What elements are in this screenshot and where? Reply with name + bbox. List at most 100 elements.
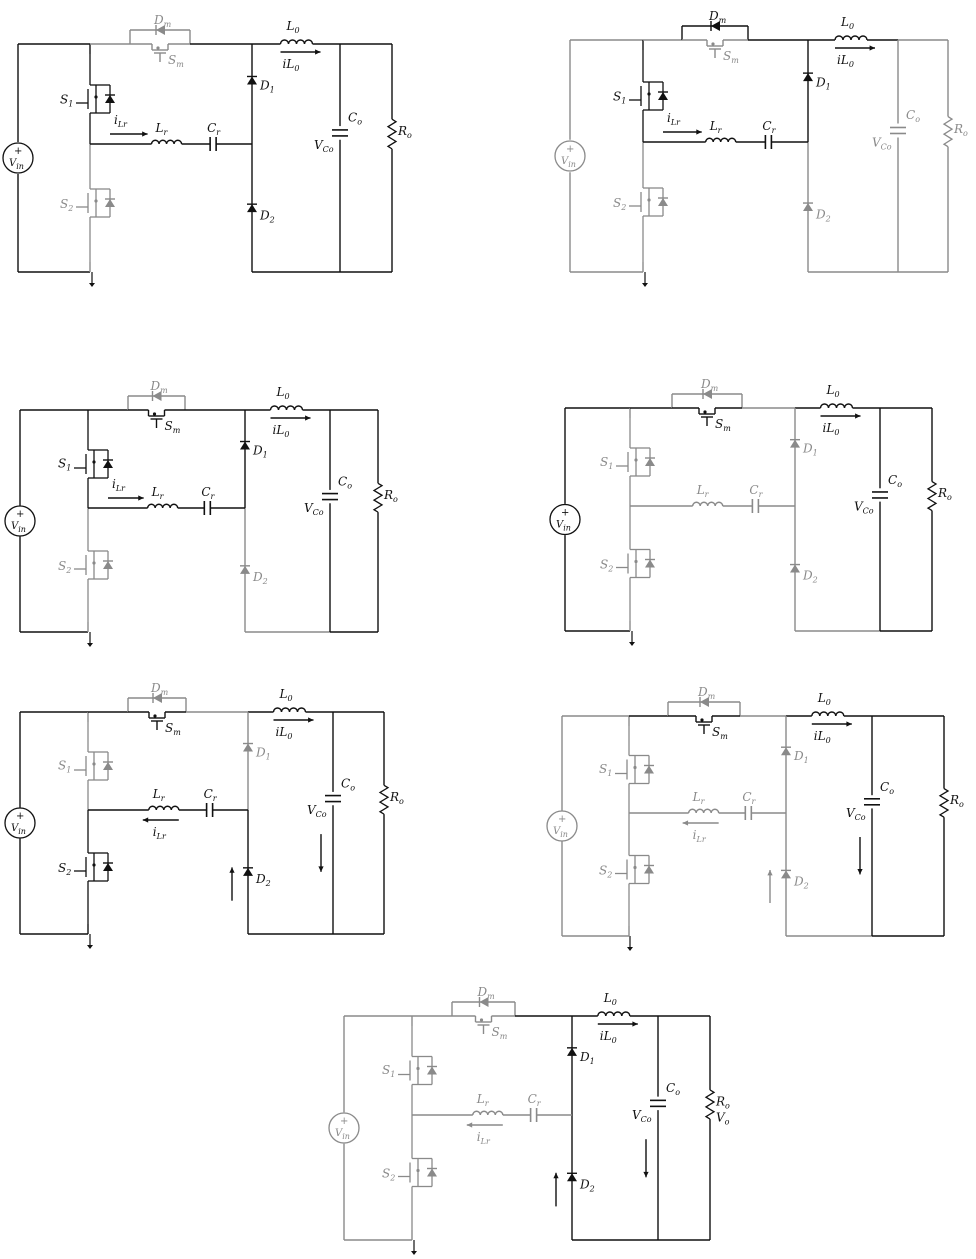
co-label: Co [338,474,352,490]
ilr-label: iLr [112,477,126,493]
lr-label: Lr [476,1092,490,1108]
s1-switch-icon-body-diode [645,457,655,466]
ro-resistor-icon [942,116,954,148]
dm-label: Dm [153,13,172,29]
d1-diode-icon [790,438,800,448]
d1-diode-icon [567,1047,577,1056]
sm-switch-icon [152,412,157,416]
s1-switch-icon [76,54,115,144]
s2-switch-icon-body-diode [645,558,655,568]
s2-switch-icon [629,142,668,262]
sm-label: Sm [165,419,181,435]
lr-inductor-icon [148,805,180,811]
d1-diode-icon [781,746,791,756]
l0-label: L0 [279,687,293,703]
ground-icon [411,1251,417,1255]
s1-switch-icon [74,420,113,508]
sm-label: Sm [723,49,739,65]
d1-label: D1 [815,75,831,91]
vin-source-icon [4,807,36,839]
s1-switch-icon-body-diode [105,94,115,103]
vin-label: Vin [561,156,576,169]
ro-label: Ro [389,790,404,806]
cr-capacitor-icon [744,806,753,820]
s1-switch-icon [615,726,654,813]
dm-label: Dm [477,985,496,1001]
ilr-label: iLr [114,113,128,129]
co-capacitor-icon [872,491,888,499]
vo-label: Vo [716,1110,730,1126]
cr-label: Cr [201,485,215,501]
vin-source-icon [546,810,578,842]
vco-label: VCo [872,136,892,152]
ro-label: Ro [383,488,398,504]
sm-switch-icon [156,46,160,50]
dm-diode-icon [155,25,165,35]
vin-label: Vin [9,158,24,171]
ro-resistor-icon [938,788,950,818]
il0-arrow [855,413,861,419]
sm-switch-icon [479,1018,484,1022]
il0-arrow [315,49,321,55]
co-label: Co [341,776,355,792]
il0-label: iL0 [600,1029,617,1045]
d1-label: D1 [252,443,268,459]
ilr-label: iLr [693,828,707,844]
vco-label: VCo [854,500,874,516]
d2-label: D2 [252,570,268,586]
lr-inductor-icon [705,137,737,143]
ro-label: Ro [937,486,952,502]
l0-label: L0 [817,691,831,707]
d1-diode-icon [803,72,813,82]
lr-inductor-icon [472,1110,504,1116]
il0-label: iL0 [283,57,300,73]
l0-label: L0 [826,383,840,399]
vco-arrow [857,868,863,875]
ilr-label: iLr [667,111,681,127]
s2-switch-icon [398,1115,437,1230]
lr-inductor-icon [692,501,724,507]
s1-label: S1 [60,92,73,108]
dm-label: Dm [697,685,716,701]
d2-diode-icon [247,203,257,213]
cr-capacitor-icon [203,501,212,515]
s2-label: S2 [613,196,626,212]
s2-label: S2 [60,197,73,213]
s2-switch-icon-body-diode [658,197,668,206]
sm-label: Sm [712,725,728,741]
vin-plus: + [561,508,569,519]
s2-switch-icon [74,810,113,924]
vin-plus: + [558,814,566,825]
s1-label: S1 [613,89,626,105]
s1-switch-icon-body-diode [658,91,668,100]
vco-label: VCo [632,1108,652,1124]
sm-label: Sm [715,417,731,433]
ro-resistor-icon [378,784,390,815]
s1-label: S1 [600,455,613,471]
d2-label: D2 [579,1177,595,1193]
vco-label: VCo [307,803,327,819]
l0-label: L0 [603,991,617,1007]
dm-diode-icon [152,693,162,703]
il0-label: iL0 [273,423,290,439]
d2-current-arrow [229,867,235,873]
cr-label: Cr [204,787,218,803]
co-capacitor-icon [890,126,906,135]
co-label: Co [888,473,902,489]
ground-icon [87,945,93,949]
sm-label: Sm [492,1025,508,1041]
d2-label: D2 [815,208,831,224]
d1-diode-icon [240,440,250,450]
cr-capacitor-icon [764,135,773,149]
s1-switch-icon-body-diode [427,1065,437,1075]
vin-plus: + [14,146,22,157]
sm-switch-icon [700,718,704,722]
dm-diode-icon [151,391,162,401]
il0-arrow [846,721,852,727]
l0-inductor-icon [597,1011,631,1017]
cr-label: Cr [207,121,221,137]
d2-label: D2 [802,569,818,585]
